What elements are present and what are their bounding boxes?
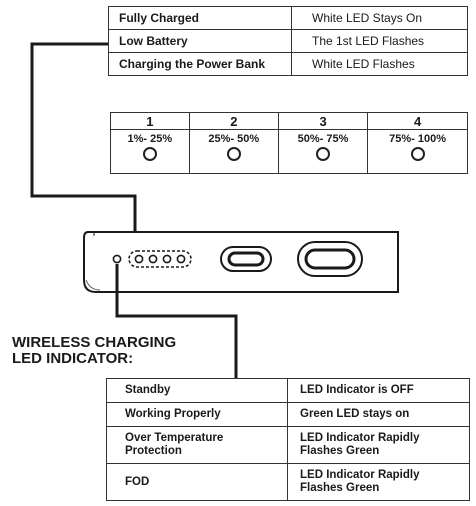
connector-line-top — [30, 42, 137, 258]
wireless-state: FOD — [106, 463, 288, 501]
wireless-title: WIRELESS CHARGING LED INDICATOR: — [12, 335, 176, 367]
level-range: 50%- 75% — [297, 133, 349, 145]
usb-port-large — [297, 241, 363, 277]
status-value: The 1st LED Flashes — [291, 29, 468, 53]
led-3 — [162, 254, 172, 264]
connector-line-bottom — [115, 264, 238, 378]
status-value: White LED Stays On — [291, 6, 468, 30]
wireless-title-line1: WIRELESS CHARGING — [12, 334, 177, 351]
usb-c-port — [220, 246, 272, 272]
battery-level-table: 1 2 3 4 1%- 25% 25%- 50% 50%- 75% 75%- 1… — [110, 112, 468, 174]
led-circle-icon — [316, 147, 331, 161]
status-label: Fully Charged — [108, 6, 292, 30]
table-row: Charging the Power Bank White LED Flashe… — [108, 52, 468, 76]
level-cell: 75%- 100% — [367, 129, 468, 174]
wireless-state: Over Temperature Protection — [106, 426, 288, 464]
wireless-status-table: Standby LED Indicator is OFF Working Pro… — [106, 378, 470, 501]
status-value: White LED Flashes — [291, 52, 468, 76]
wireless-led — [112, 254, 122, 264]
charging-status-table: Fully Charged White LED Stays On Low Bat… — [108, 6, 468, 76]
table-row: Standby LED Indicator is OFF — [106, 378, 470, 403]
led-circle-icon — [410, 147, 425, 161]
wireless-indicator: LED Indicator Rapidly Flashes Green — [287, 426, 470, 464]
level-cell: 50%- 75% — [277, 129, 369, 174]
wireless-indicator: Green LED stays on — [287, 402, 470, 427]
status-label: Low Battery — [108, 29, 292, 53]
led-2 — [148, 254, 158, 264]
led-1 — [134, 254, 144, 264]
wireless-indicator: LED Indicator Rapidly Flashes Green — [287, 463, 470, 501]
level-number: 2 — [188, 112, 279, 130]
wireless-title-line2: LED INDICATOR: — [12, 350, 134, 367]
wireless-state: Standby — [106, 378, 288, 403]
table-row: FOD LED Indicator Rapidly Flashes Green — [106, 463, 470, 501]
level-cell: 25%- 50% — [188, 129, 279, 174]
table-row: Low Battery The 1st LED Flashes — [108, 29, 468, 53]
table-row: Working Properly Green LED stays on — [106, 402, 470, 427]
level-range: 25%- 50% — [208, 133, 260, 145]
led-circle-icon — [226, 147, 241, 161]
led-circle-icon — [142, 147, 157, 161]
table-row: Over Temperature Protection LED Indicato… — [106, 426, 470, 464]
wireless-state: Working Properly — [106, 402, 288, 427]
level-range: 75%- 100% — [389, 133, 447, 145]
led-strip — [128, 250, 192, 268]
level-cell: 1%- 25% — [110, 129, 190, 174]
table-row: Fully Charged White LED Stays On — [108, 6, 468, 30]
status-label: Charging the Power Bank — [108, 52, 292, 76]
led-4 — [176, 254, 186, 264]
level-range: 1%- 25% — [127, 133, 173, 145]
level-number: 4 — [367, 112, 468, 130]
level-number: 1 — [110, 112, 190, 130]
wireless-indicator: LED Indicator is OFF — [287, 378, 470, 403]
level-number: 3 — [277, 112, 369, 130]
